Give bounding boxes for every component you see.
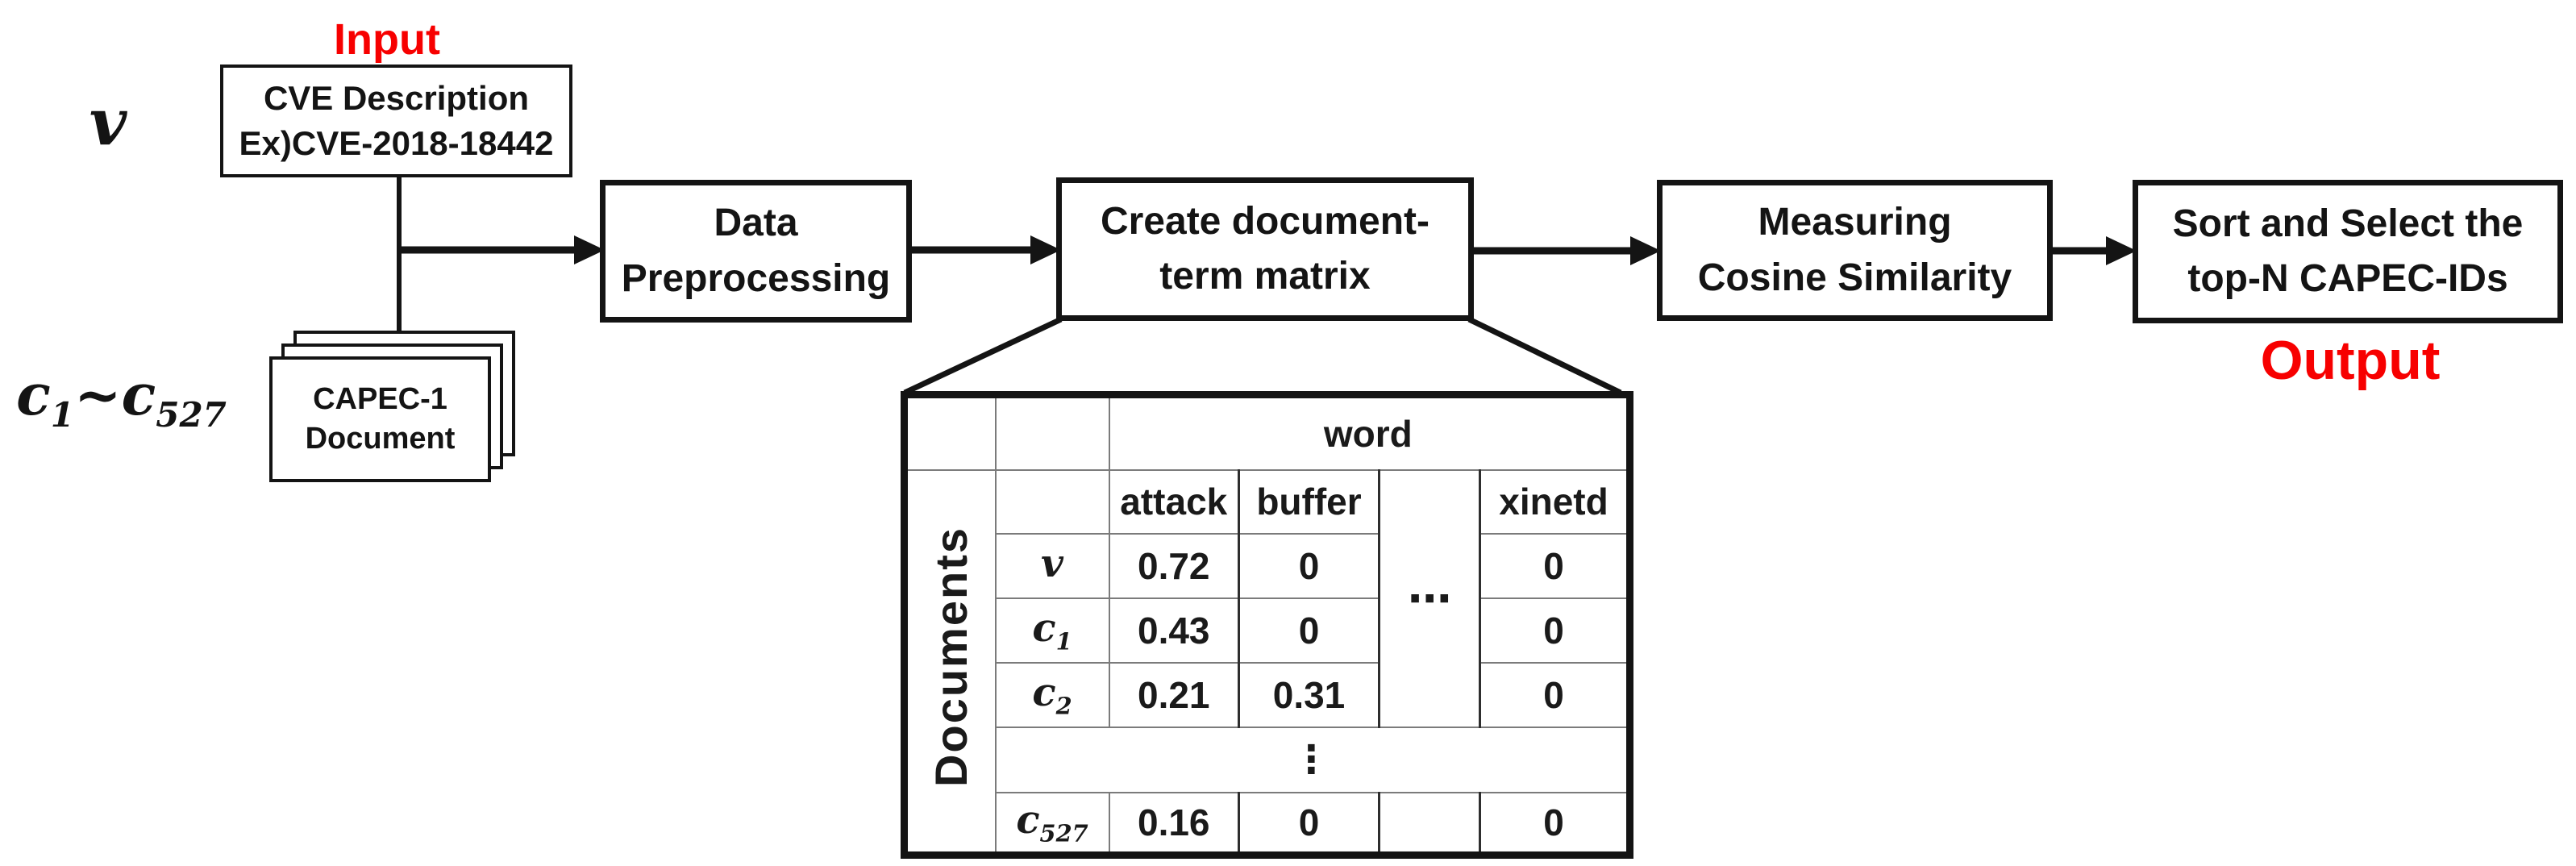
create-dtm-line2: term matrix bbox=[1159, 255, 1371, 298]
cve-description-line1: CVE Description bbox=[263, 79, 530, 118]
column-header-attack: attack bbox=[1108, 468, 1240, 535]
input-label: Input bbox=[334, 15, 440, 64]
cosine-similarity-line1: Measuring bbox=[1758, 201, 1952, 244]
create-to-cosine-arrow-head bbox=[1630, 236, 1661, 265]
create-dtm-line1: Create document- bbox=[1100, 199, 1430, 243]
cell-c2-attack: 0.21 bbox=[1108, 661, 1240, 728]
cve-description-box: CVE Description Ex)CVE-2018-18442 bbox=[220, 65, 572, 177]
c-range-end-base: c bbox=[121, 361, 156, 428]
cell-v-attack: 0.72 bbox=[1108, 532, 1240, 599]
data-preprocessing-line2: Preprocessing bbox=[621, 256, 891, 300]
c-range-start-base: c bbox=[16, 361, 51, 428]
cell-v-xinetd: 0 bbox=[1478, 532, 1631, 599]
row-label-c527: c527 bbox=[994, 791, 1110, 856]
row-label-c1: c1 bbox=[994, 597, 1110, 664]
input-to-preprocess-arrow-head bbox=[574, 235, 605, 264]
documents-axis-header: Documents bbox=[903, 468, 997, 856]
corner-empty-cell-1 bbox=[903, 393, 997, 471]
data-preprocessing-line1: Data bbox=[714, 202, 798, 245]
cell-c1-xinetd: 0 bbox=[1478, 597, 1631, 664]
word-axis-header: word bbox=[1108, 393, 1631, 471]
zoom-callout-left-line bbox=[903, 316, 1063, 396]
v-symbol: v bbox=[89, 84, 127, 160]
row-label-header-empty bbox=[994, 468, 1110, 535]
capec-document-line2: Document bbox=[305, 422, 456, 456]
cell-c2-buffer: 0.31 bbox=[1238, 661, 1380, 728]
table-row-c2: c2 0.21 0.31 0 bbox=[905, 661, 1631, 728]
c-range-start-sub: 1 bbox=[50, 395, 74, 435]
cell-c527-buffer: 0 bbox=[1238, 791, 1380, 856]
row-label-v: v bbox=[994, 532, 1110, 599]
document-term-matrix-table: word Documents attack buffer ⋯ xinetd v … bbox=[901, 391, 1634, 859]
cell-v-buffer: 0 bbox=[1238, 532, 1380, 599]
capec-document-page-front: CAPEC-1 Document bbox=[269, 356, 491, 482]
table-row-v: v 0.72 0 0 bbox=[905, 532, 1631, 599]
cell-c527-attack: 0.16 bbox=[1108, 791, 1240, 856]
documents-axis-header-text: Documents bbox=[926, 526, 977, 787]
cosine-to-sort-arrow-head bbox=[2106, 236, 2137, 265]
word-ellipsis-cell: ⋯ bbox=[1378, 468, 1481, 728]
cve-description-line2: Ex)CVE-2018-18442 bbox=[239, 124, 554, 162]
cell-c2-xinetd: 0 bbox=[1478, 661, 1631, 728]
data-preprocessing-box: Data Preprocessing bbox=[600, 180, 912, 323]
table-row-c1: c1 0.43 0 0 bbox=[905, 597, 1631, 664]
vertical-ellipsis-cell: ⋮ bbox=[994, 726, 1631, 793]
zoom-callout-right-line bbox=[1467, 316, 1622, 396]
cosine-similarity-box: Measuring Cosine Similarity bbox=[1657, 180, 2053, 321]
cell-c527-xinetd: 0 bbox=[1478, 791, 1631, 856]
table-row-vertical-ellipsis: ⋮ bbox=[905, 726, 1631, 793]
corner-empty-cell-2 bbox=[994, 393, 1110, 471]
column-header-xinetd: xinetd bbox=[1478, 468, 1631, 535]
row-label-c2: c2 bbox=[994, 661, 1110, 728]
output-label: Output bbox=[2260, 330, 2441, 391]
cell-c1-attack: 0.43 bbox=[1108, 597, 1240, 664]
c-range-tilde: ~ bbox=[73, 361, 122, 428]
sort-select-line2: top-N CAPEC-IDs bbox=[2187, 257, 2508, 300]
sort-select-box: Sort and Select the top-N CAPEC-IDs bbox=[2133, 180, 2563, 323]
cell-c1-buffer: 0 bbox=[1238, 597, 1380, 664]
table-row-c527: c527 0.16 0 0 bbox=[905, 791, 1631, 856]
create-dtm-box: Create document- term matrix bbox=[1056, 177, 1474, 321]
sort-select-line1: Sort and Select the bbox=[2172, 202, 2524, 245]
cell-c527-ellipsis-empty bbox=[1378, 791, 1481, 856]
cosine-similarity-line2: Cosine Similarity bbox=[1697, 256, 2012, 299]
c-range-label: c1~c527 bbox=[6, 361, 236, 435]
capec-document-line1: CAPEC-1 bbox=[313, 381, 447, 416]
c-range-end-sub: 527 bbox=[156, 395, 227, 435]
preprocess-to-create-arrow-head bbox=[1030, 235, 1061, 264]
column-header-buffer: buffer bbox=[1238, 468, 1380, 535]
